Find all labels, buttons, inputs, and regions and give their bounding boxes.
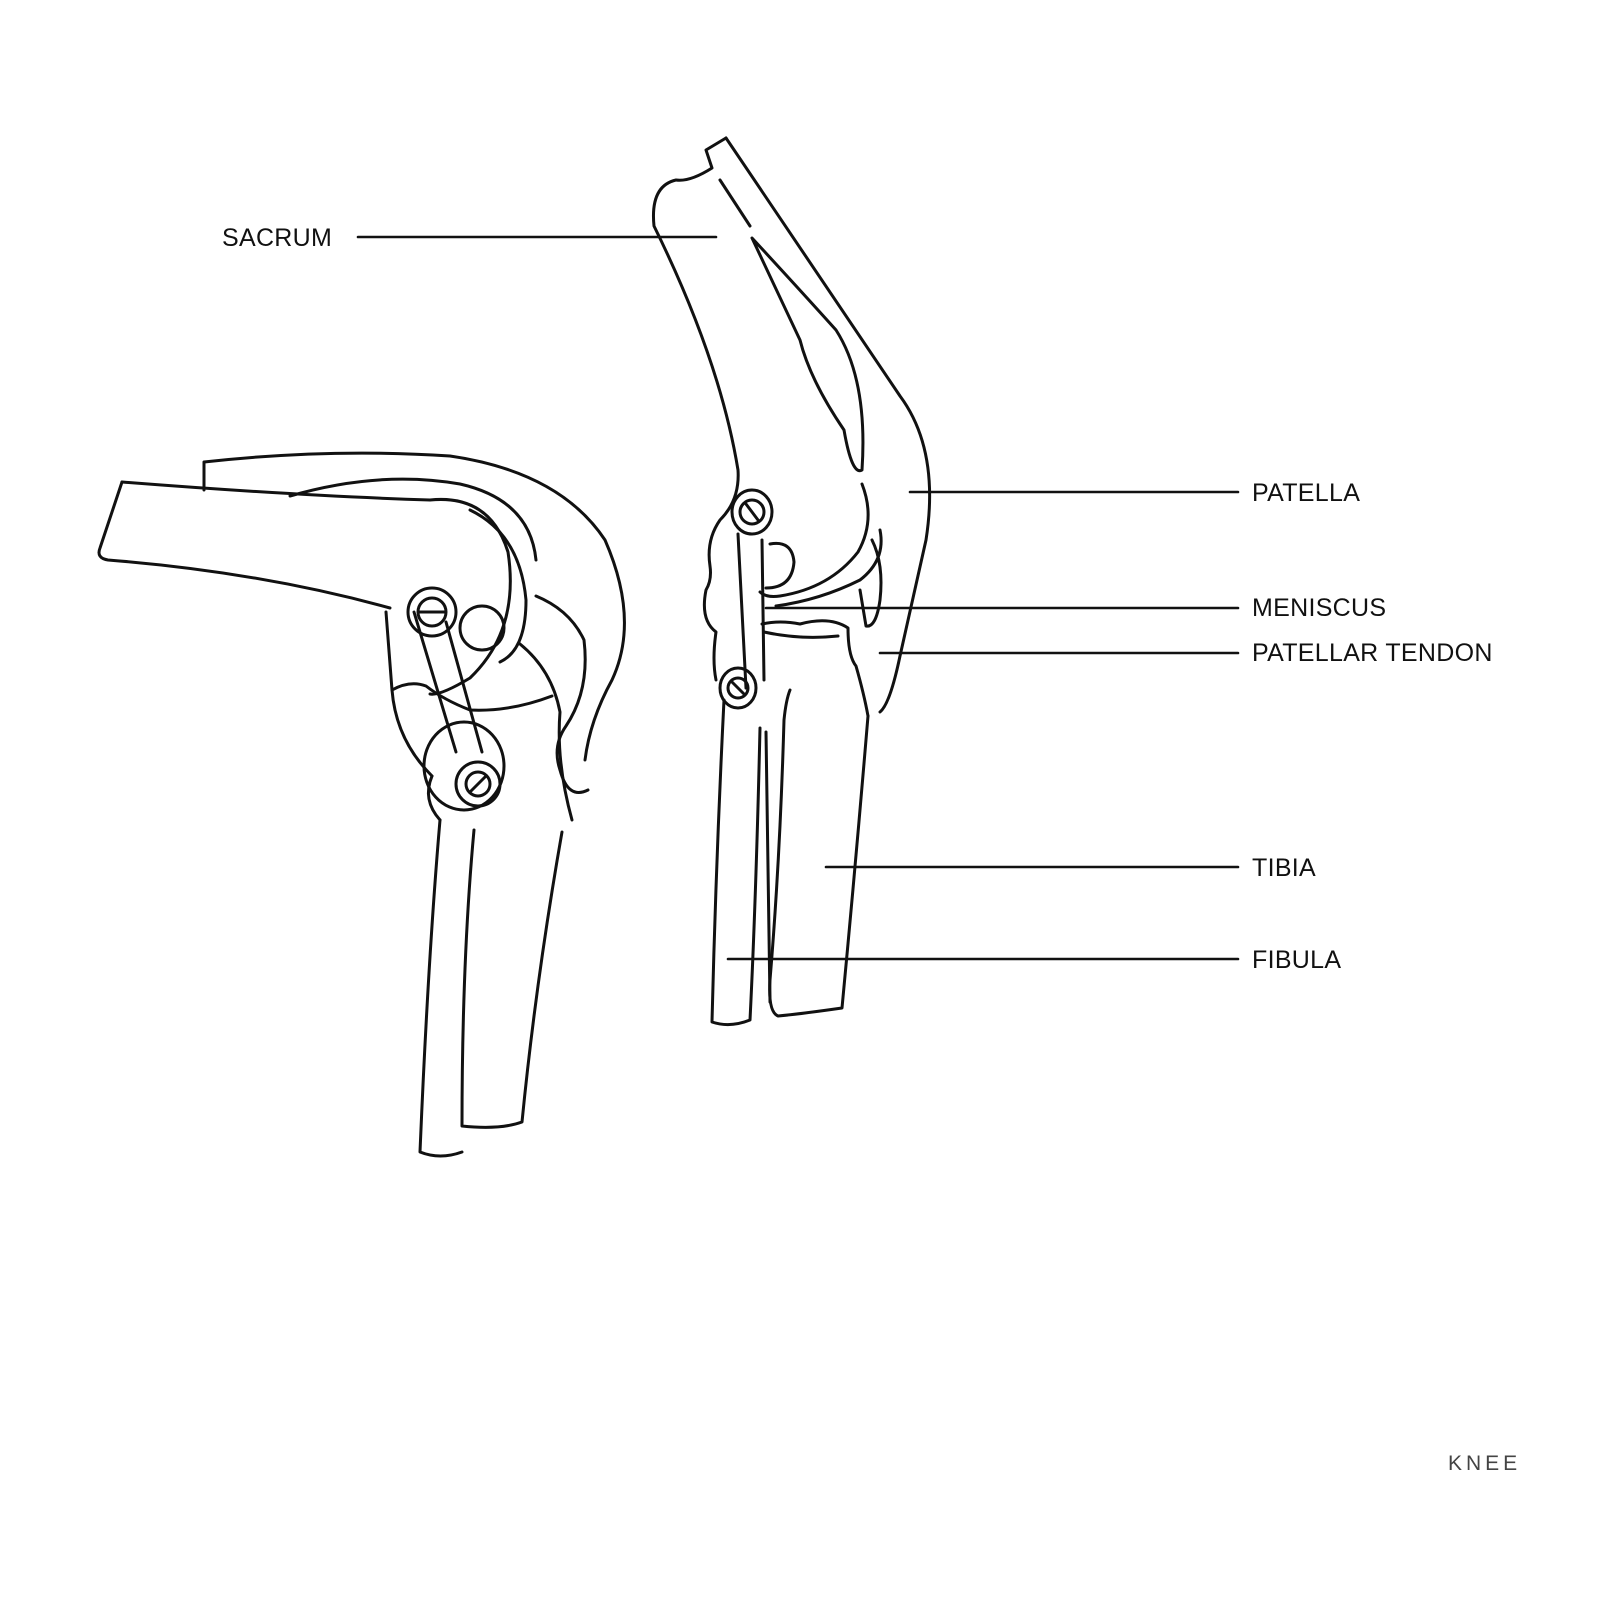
straight-knee-screw-top-slot bbox=[744, 502, 760, 522]
bent-knee-tibia bbox=[460, 828, 564, 1129]
bent-knee-femur bbox=[97, 480, 392, 610]
straight-knee-femur-cavity bbox=[750, 236, 865, 473]
bent-knee-femur-top bbox=[120, 480, 432, 502]
label-meniscus: MENISCUS bbox=[1252, 594, 1387, 622]
bent-knee-illustration bbox=[97, 451, 626, 1158]
straight-knee-condyle bbox=[758, 482, 870, 598]
bent-knee-screw-bottom-outer bbox=[454, 760, 502, 808]
label-sacrum: SACRUM bbox=[222, 224, 333, 252]
label-fibula: FIBULA bbox=[1252, 946, 1342, 974]
bent-knee-plateau-left bbox=[390, 688, 434, 778]
straight-knee-femur-back bbox=[724, 136, 932, 714]
straight-knee-screw-bottom-slot bbox=[730, 680, 746, 696]
straight-knee-fibula bbox=[710, 698, 762, 1027]
straight-knee-screw-top-outer bbox=[730, 488, 774, 536]
bent-knee-condyle-circle bbox=[458, 604, 506, 652]
straight-knee-screw-bottom-outer bbox=[718, 666, 758, 710]
bent-knee-screw-top bbox=[416, 596, 448, 628]
bent-knee-screw-bottom-slot bbox=[468, 774, 488, 794]
straight-knee-femur-front bbox=[651, 136, 740, 682]
bent-knee-fibula bbox=[418, 818, 464, 1158]
bent-knee-condyle-inner bbox=[468, 508, 528, 664]
straight-knee-fibula-inner bbox=[764, 730, 772, 1004]
straight-knee-illustration bbox=[651, 136, 932, 1027]
straight-knee-tibia bbox=[768, 688, 870, 1018]
straight-knee-screw-bottom bbox=[726, 676, 750, 700]
bent-knee-condyle bbox=[428, 497, 512, 696]
bent-knee-lower-boss bbox=[422, 720, 506, 812]
bent-knee-link bbox=[412, 610, 484, 754]
straight-knee-condyle-inner bbox=[774, 528, 883, 608]
straight-knee-femur-line bbox=[718, 178, 752, 228]
straight-knee-bump bbox=[764, 541, 796, 590]
bent-knee-screw-bottom bbox=[464, 770, 492, 798]
bent-knee-fibula-head bbox=[426, 774, 442, 822]
label-tibia: TIBIA bbox=[1252, 854, 1317, 882]
label-patella: PATELLA bbox=[1252, 479, 1361, 507]
straight-knee-patella bbox=[858, 538, 883, 628]
bent-knee-screw-top-outer bbox=[406, 586, 458, 638]
straight-knee-link bbox=[736, 532, 766, 690]
bent-knee-plateau bbox=[384, 610, 554, 712]
bent-knee-tendon bbox=[518, 642, 574, 822]
label-patellar-tendon: PATELLAR TENDON bbox=[1252, 639, 1493, 667]
straight-knee-plateau-low bbox=[762, 630, 840, 639]
bent-knee-thigh-top bbox=[202, 451, 626, 762]
diagram-caption: KNEE bbox=[1448, 1452, 1522, 1475]
bent-knee-thigh-inner bbox=[288, 477, 538, 562]
straight-knee-plateau bbox=[760, 619, 870, 718]
straight-knee-screw-top bbox=[738, 498, 766, 526]
